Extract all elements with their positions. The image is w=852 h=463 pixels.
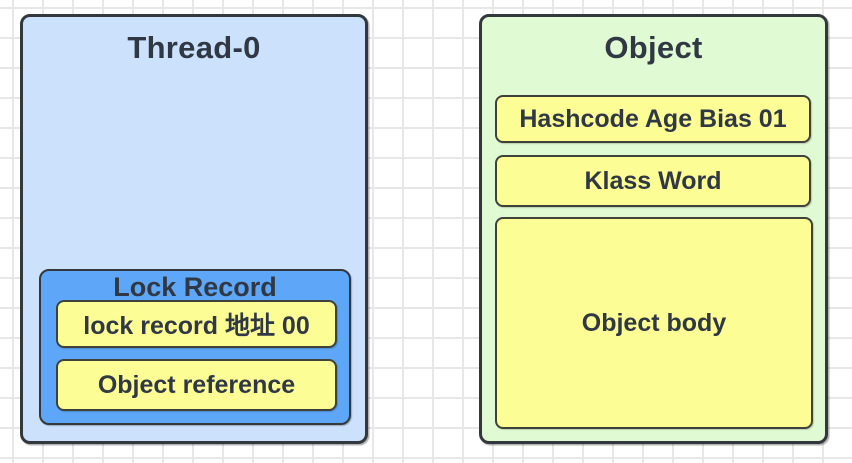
klass-word-label: Klass Word — [584, 166, 722, 195]
object-title: Object — [604, 30, 703, 65]
mark-word-cell[interactable]: Hashcode Age Bias 01 — [495, 95, 811, 143]
lock-record-title: Lock Record — [113, 272, 277, 302]
klass-word-cell[interactable]: Klass Word — [495, 155, 811, 207]
object-reference-label: Object reference — [97, 370, 296, 399]
object-body-label: Object body — [581, 308, 727, 337]
object-body-cell[interactable]: Object body — [495, 217, 813, 429]
lock-record-address-label: lock record 地址 00 — [83, 312, 310, 340]
lock-record-node[interactable]: Lock Record lock record 地址 00 Object ref… — [39, 269, 351, 425]
thread-node[interactable]: Thread-0 Lock Record lock record 地址 00 O… — [20, 14, 368, 444]
object-node[interactable]: Object Hashcode Age Bias 01 Klass Word O… — [479, 14, 828, 444]
object-reference-cell[interactable]: Object reference — [56, 359, 337, 411]
thread-title: Thread-0 — [127, 30, 261, 65]
lock-record-address-cell[interactable]: lock record 地址 00 — [56, 300, 337, 348]
mark-word-label: Hashcode Age Bias 01 — [519, 104, 787, 133]
